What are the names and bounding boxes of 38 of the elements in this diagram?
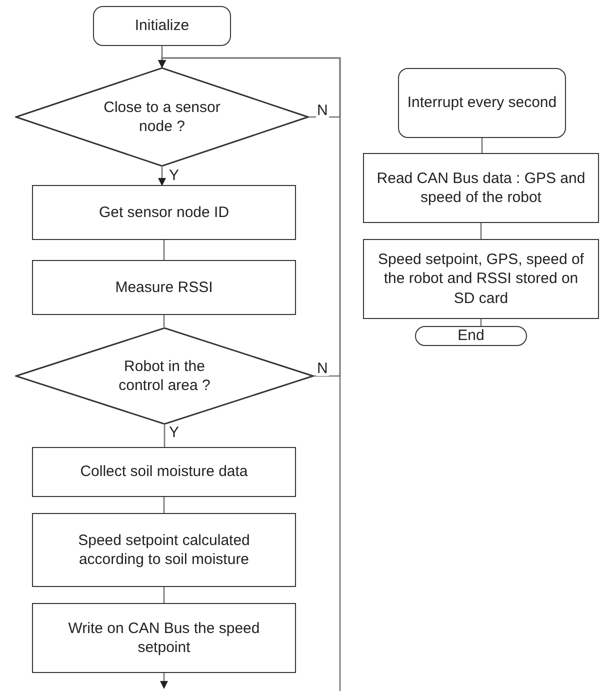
terminal-box bbox=[415, 326, 527, 346]
process-box bbox=[32, 185, 296, 240]
connector-line bbox=[164, 425, 166, 447]
process-box bbox=[32, 260, 296, 315]
connector-line bbox=[481, 138, 483, 153]
edge-label: N bbox=[316, 103, 329, 118]
terminal-box bbox=[93, 6, 231, 46]
connector-line bbox=[158, 167, 166, 186]
process-box bbox=[32, 447, 296, 497]
node-text: Interrupt every second bbox=[406, 93, 558, 113]
edge-label: Y bbox=[168, 425, 180, 440]
connector-line bbox=[163, 315, 165, 327]
node-text: Speed setpoint calculated according to soil moisture bbox=[77, 530, 251, 570]
node-text: Collect soil moisture data bbox=[79, 462, 249, 482]
node-text: Speed setpoint, GPS, speed of the robot and RSSI stored on SD card bbox=[377, 250, 585, 308]
connector-line bbox=[480, 223, 482, 239]
node-text: End bbox=[456, 326, 486, 346]
connector-line bbox=[163, 497, 165, 513]
edge-label: Y bbox=[168, 168, 180, 183]
node-text: Read CAN Bus data : GPS and speed of the robot bbox=[376, 168, 586, 208]
terminal-box bbox=[398, 68, 566, 138]
node-text: Close to a sensor node ? bbox=[102, 98, 222, 136]
process-box bbox=[32, 603, 296, 673]
decision-diamond bbox=[15, 67, 309, 167]
node-text: Write on CAN Bus the speed setpoint bbox=[67, 618, 261, 658]
connector-line bbox=[158, 57, 341, 691]
edge-label: N bbox=[316, 361, 329, 376]
process-box bbox=[32, 513, 296, 587]
process-box bbox=[363, 239, 599, 319]
node-text: Measure RSSI bbox=[114, 278, 214, 298]
node-text: Robot in the control area ? bbox=[118, 356, 212, 396]
connector-line bbox=[163, 587, 165, 603]
connector-line bbox=[163, 240, 165, 260]
connector-line bbox=[160, 673, 168, 689]
node-text: Get sensor node ID bbox=[98, 202, 230, 222]
process-box bbox=[363, 153, 599, 223]
node-text: Initialize bbox=[134, 16, 190, 36]
decision-diamond bbox=[15, 327, 314, 425]
